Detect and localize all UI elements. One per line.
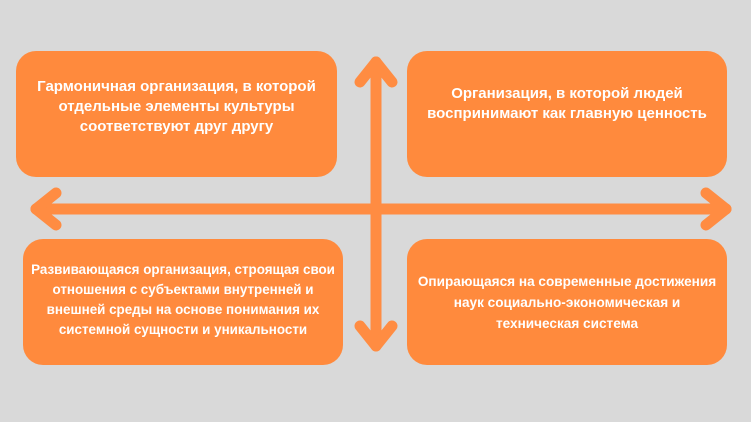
horizontal-double-arrow-icon — [30, 187, 732, 231]
quadrant-top-left: Гармоничная организация, в которой отдел… — [16, 51, 337, 177]
quadrant-top-right-text: Организация, в которой людей воспринимаю… — [427, 85, 707, 122]
quadrant-top-left-text: Гармоничная организация, в которой отдел… — [37, 78, 316, 135]
quadrant-bottom-left: Развивающаяся организация, строящая свои… — [23, 239, 343, 365]
quadrant-bottom-left-text: Развивающаяся организация, строящая свои… — [31, 262, 335, 337]
quadrant-bottom-right-text: Опирающаяся на современные достижения на… — [417, 273, 717, 331]
quadrant-bottom-right: Опирающаяся на современные достижения на… — [407, 239, 727, 365]
quadrant-top-right: Организация, в которой людей воспринимаю… — [407, 51, 727, 177]
